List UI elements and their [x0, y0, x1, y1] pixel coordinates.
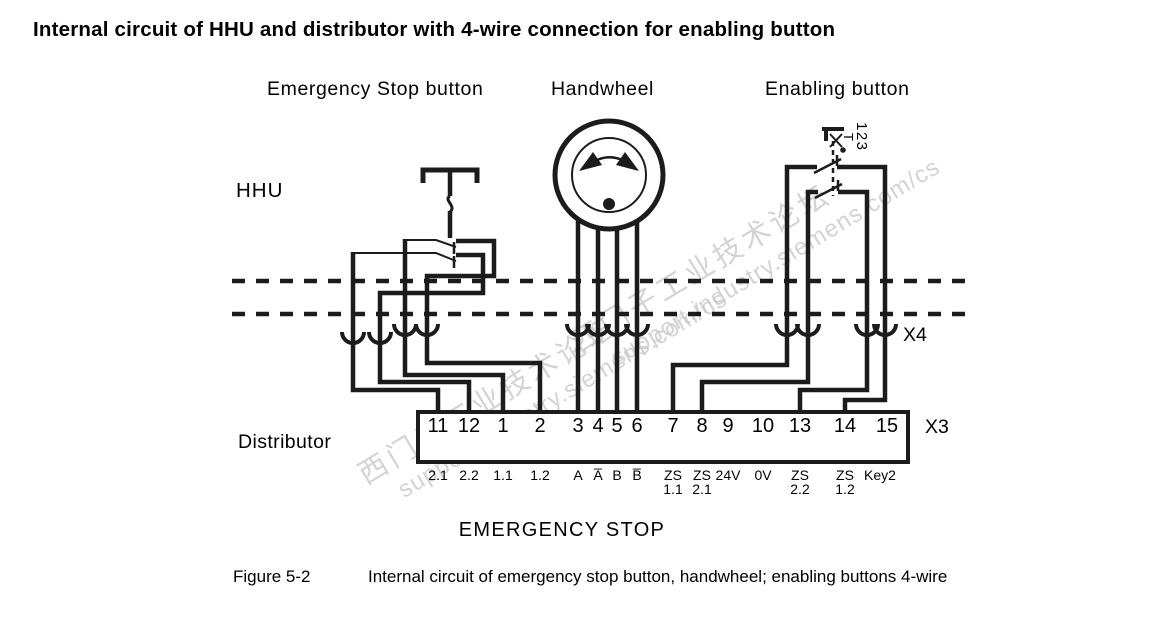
terminal-number: 13: [788, 415, 812, 437]
terminal-signal: 0V: [754, 467, 772, 483]
connector-interface-dashed-lines: [232, 278, 974, 317]
terminal-signal: B̅: [632, 467, 642, 483]
handwheel-wires: [575, 221, 640, 412]
handwheel-dot: [603, 198, 615, 210]
x4-connector-sockets: [340, 323, 898, 345]
terminal-signal: 1.1: [493, 467, 513, 483]
terminal-signal: A̅: [593, 467, 603, 483]
enabling-button-symbol: [813, 127, 846, 200]
terminal-number: 11: [427, 415, 449, 437]
section-label-emergency-stop: Emergency Stop button: [267, 78, 484, 100]
terminal-number: 5: [611, 415, 623, 437]
terminal-signal: 2.2: [459, 467, 479, 483]
handwheel-symbol: [552, 118, 666, 232]
terminal-number: 7: [667, 415, 679, 437]
terminal-signal: 24V: [715, 467, 741, 483]
emergency-stop-caption: EMERGENCY STOP: [458, 519, 666, 541]
emergency-stop-symbol: [353, 167, 480, 268]
x3-terminal-strip: [416, 410, 910, 464]
figure-caption-text: Internal circuit of emergency stop butto…: [368, 567, 948, 586]
terminal-signal: Key2: [864, 467, 896, 483]
arrow-right-head: [616, 152, 639, 171]
enabling-switch-t-label: T: [841, 133, 856, 141]
terminal-number: 2: [534, 415, 546, 437]
figure-caption-label: Figure 5-2: [233, 567, 311, 586]
terminal-signal: 1.2: [530, 467, 550, 483]
terminal-number: 10: [751, 415, 775, 437]
terminal-signal: A: [573, 467, 583, 483]
hhu-label: HHU: [236, 179, 284, 202]
terminal-signal: B: [612, 467, 622, 483]
connector-x4-label: X4: [903, 324, 927, 346]
emergency-stop-wires: [350, 238, 543, 412]
terminal-number: 4: [592, 415, 604, 437]
terminal-number: 3: [572, 415, 584, 437]
terminal-number: 9: [722, 415, 734, 437]
page-title: Internal circuit of HHU and distributor …: [33, 18, 836, 41]
distributor-label: Distributor: [238, 431, 332, 453]
section-label-handwheel: Handwheel: [551, 78, 654, 100]
arrow-left-head: [579, 152, 602, 171]
enabling-button-wires: [670, 164, 888, 412]
terminal-signal: 2.1: [428, 467, 448, 483]
terminal-number: 1: [497, 415, 509, 437]
terminal-number: 12: [457, 415, 481, 437]
section-label-enabling-button: Enabling button: [765, 78, 910, 100]
terminal-number: 15: [875, 415, 899, 437]
connector-x3-label: X3: [925, 416, 949, 438]
terminal-number: 8: [696, 415, 708, 437]
terminal-number: 6: [631, 415, 643, 437]
terminal-number: 14: [833, 415, 857, 437]
